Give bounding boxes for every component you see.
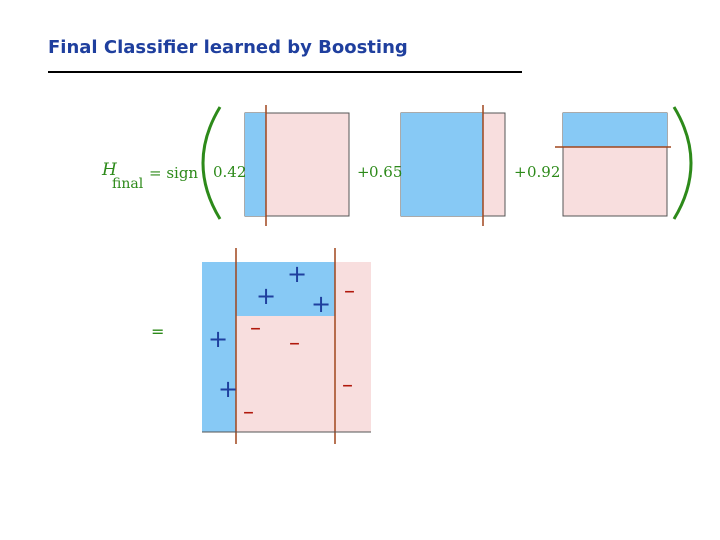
final-classifier-region: [202, 248, 371, 444]
negative-point: –: [289, 331, 300, 356]
h-subscript: final: [112, 176, 144, 192]
plus-sign-2: +: [357, 163, 370, 181]
coefficient-1: 0.42: [213, 163, 247, 181]
coefficient-3: 0.92: [527, 163, 561, 181]
positive-point: +: [256, 282, 277, 310]
positive-point: +: [218, 375, 239, 403]
weak-classifier-2: [400, 105, 506, 226]
weak-classifier-1: [244, 105, 350, 226]
left-parenthesis: [201, 106, 222, 220]
coefficient-2: 0.65: [369, 163, 403, 181]
plus-sign-3: +: [514, 163, 527, 181]
right-parenthesis: [672, 106, 693, 220]
second-equals-sign: =: [151, 322, 165, 341]
weak-classifier-3: [555, 112, 671, 217]
equals-sign-label: = sign: [149, 164, 199, 182]
positive-point: +: [208, 325, 229, 353]
negative-point: –: [243, 400, 254, 425]
positive-point: +: [287, 260, 308, 288]
negative-point: –: [250, 316, 261, 341]
h-symbol: H: [102, 160, 117, 180]
negative-point: –: [344, 279, 355, 304]
title-underline: [48, 71, 522, 73]
slide-title: Final Classifier learned by Boosting: [48, 37, 408, 58]
positive-point: +: [311, 290, 332, 318]
negative-point: –: [342, 373, 353, 398]
